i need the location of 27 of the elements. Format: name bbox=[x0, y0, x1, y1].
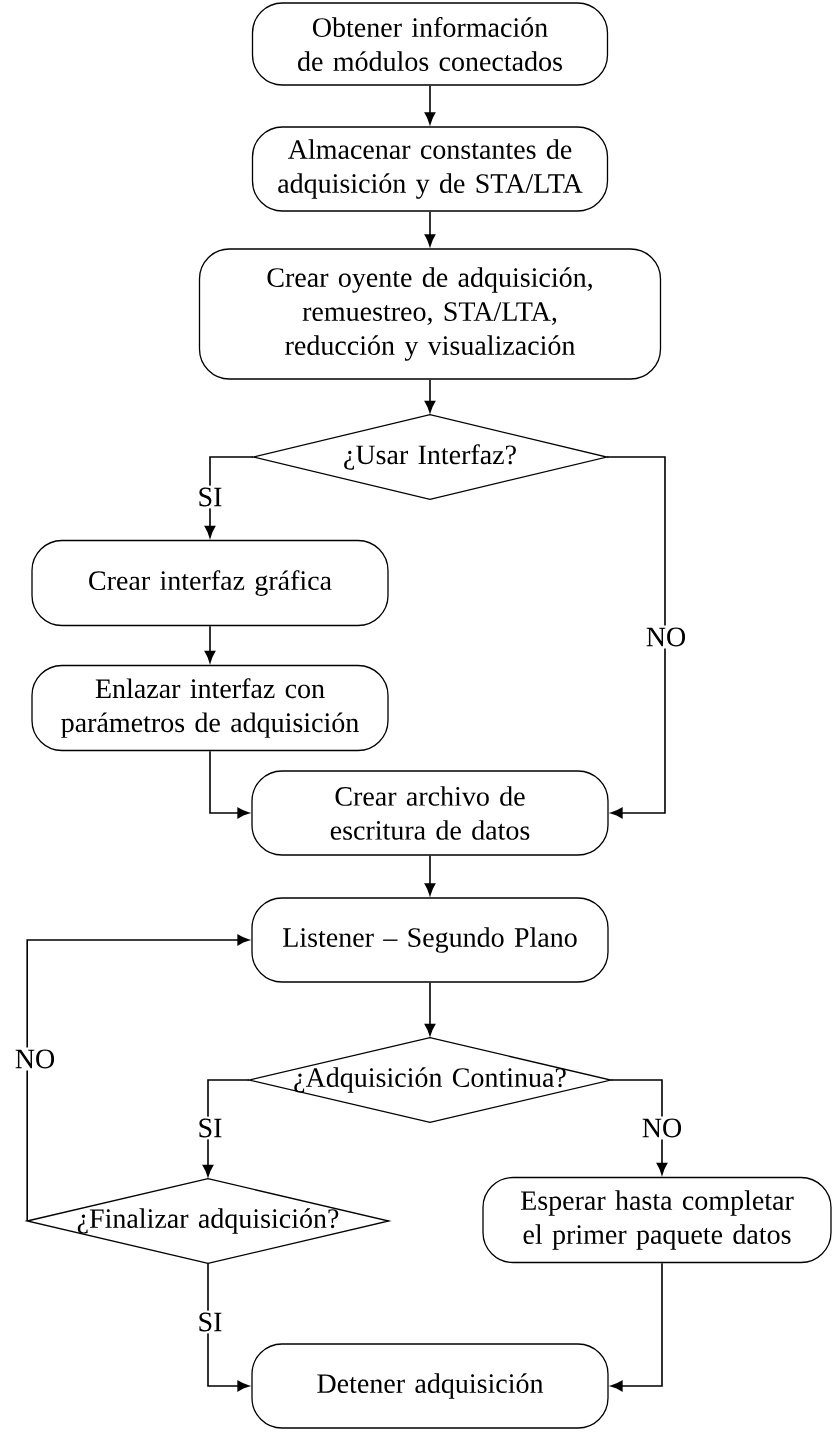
arrow bbox=[606, 456, 666, 819]
edge-label: SI bbox=[195, 485, 225, 509]
process-box: Listener – Segundo Plano bbox=[251, 897, 609, 983]
arrow bbox=[424, 854, 436, 896]
edge-label: NO bbox=[639, 1116, 685, 1140]
arrow bbox=[204, 625, 216, 663]
process-box: Almacenar constantes de adquisición y de STA/LTA bbox=[251, 126, 609, 212]
process-box: Enlazar interfaz con parámetros de adquisición bbox=[31, 664, 389, 752]
arrow bbox=[207, 1262, 250, 1392]
process-box: Crear archivo de escritura de datos bbox=[251, 770, 609, 856]
arrow bbox=[424, 378, 436, 413]
process-box: Obtener información de módulos conectados bbox=[251, 2, 609, 86]
edge-label: SI bbox=[195, 1310, 225, 1334]
arrow bbox=[26, 934, 250, 1222]
process-box: Crear oyente de adquisición, remuestreo, STA/LTA, reducción y visualización bbox=[198, 248, 662, 380]
arrow bbox=[610, 1262, 663, 1392]
arrow bbox=[424, 981, 436, 1036]
process-box: Crear interfaz gráfica bbox=[31, 539, 389, 627]
edge-label: NO bbox=[643, 625, 689, 649]
process-box: Detener adquisición bbox=[251, 1343, 609, 1429]
edge-label: SI bbox=[195, 1116, 225, 1140]
process-box: Esperar hasta completar el primer paquete datos bbox=[482, 1176, 832, 1264]
arrow bbox=[610, 1079, 668, 1175]
edge-label: NO bbox=[12, 1047, 58, 1071]
arrow bbox=[424, 210, 436, 247]
arrow bbox=[209, 750, 250, 819]
arrow bbox=[424, 84, 436, 125]
